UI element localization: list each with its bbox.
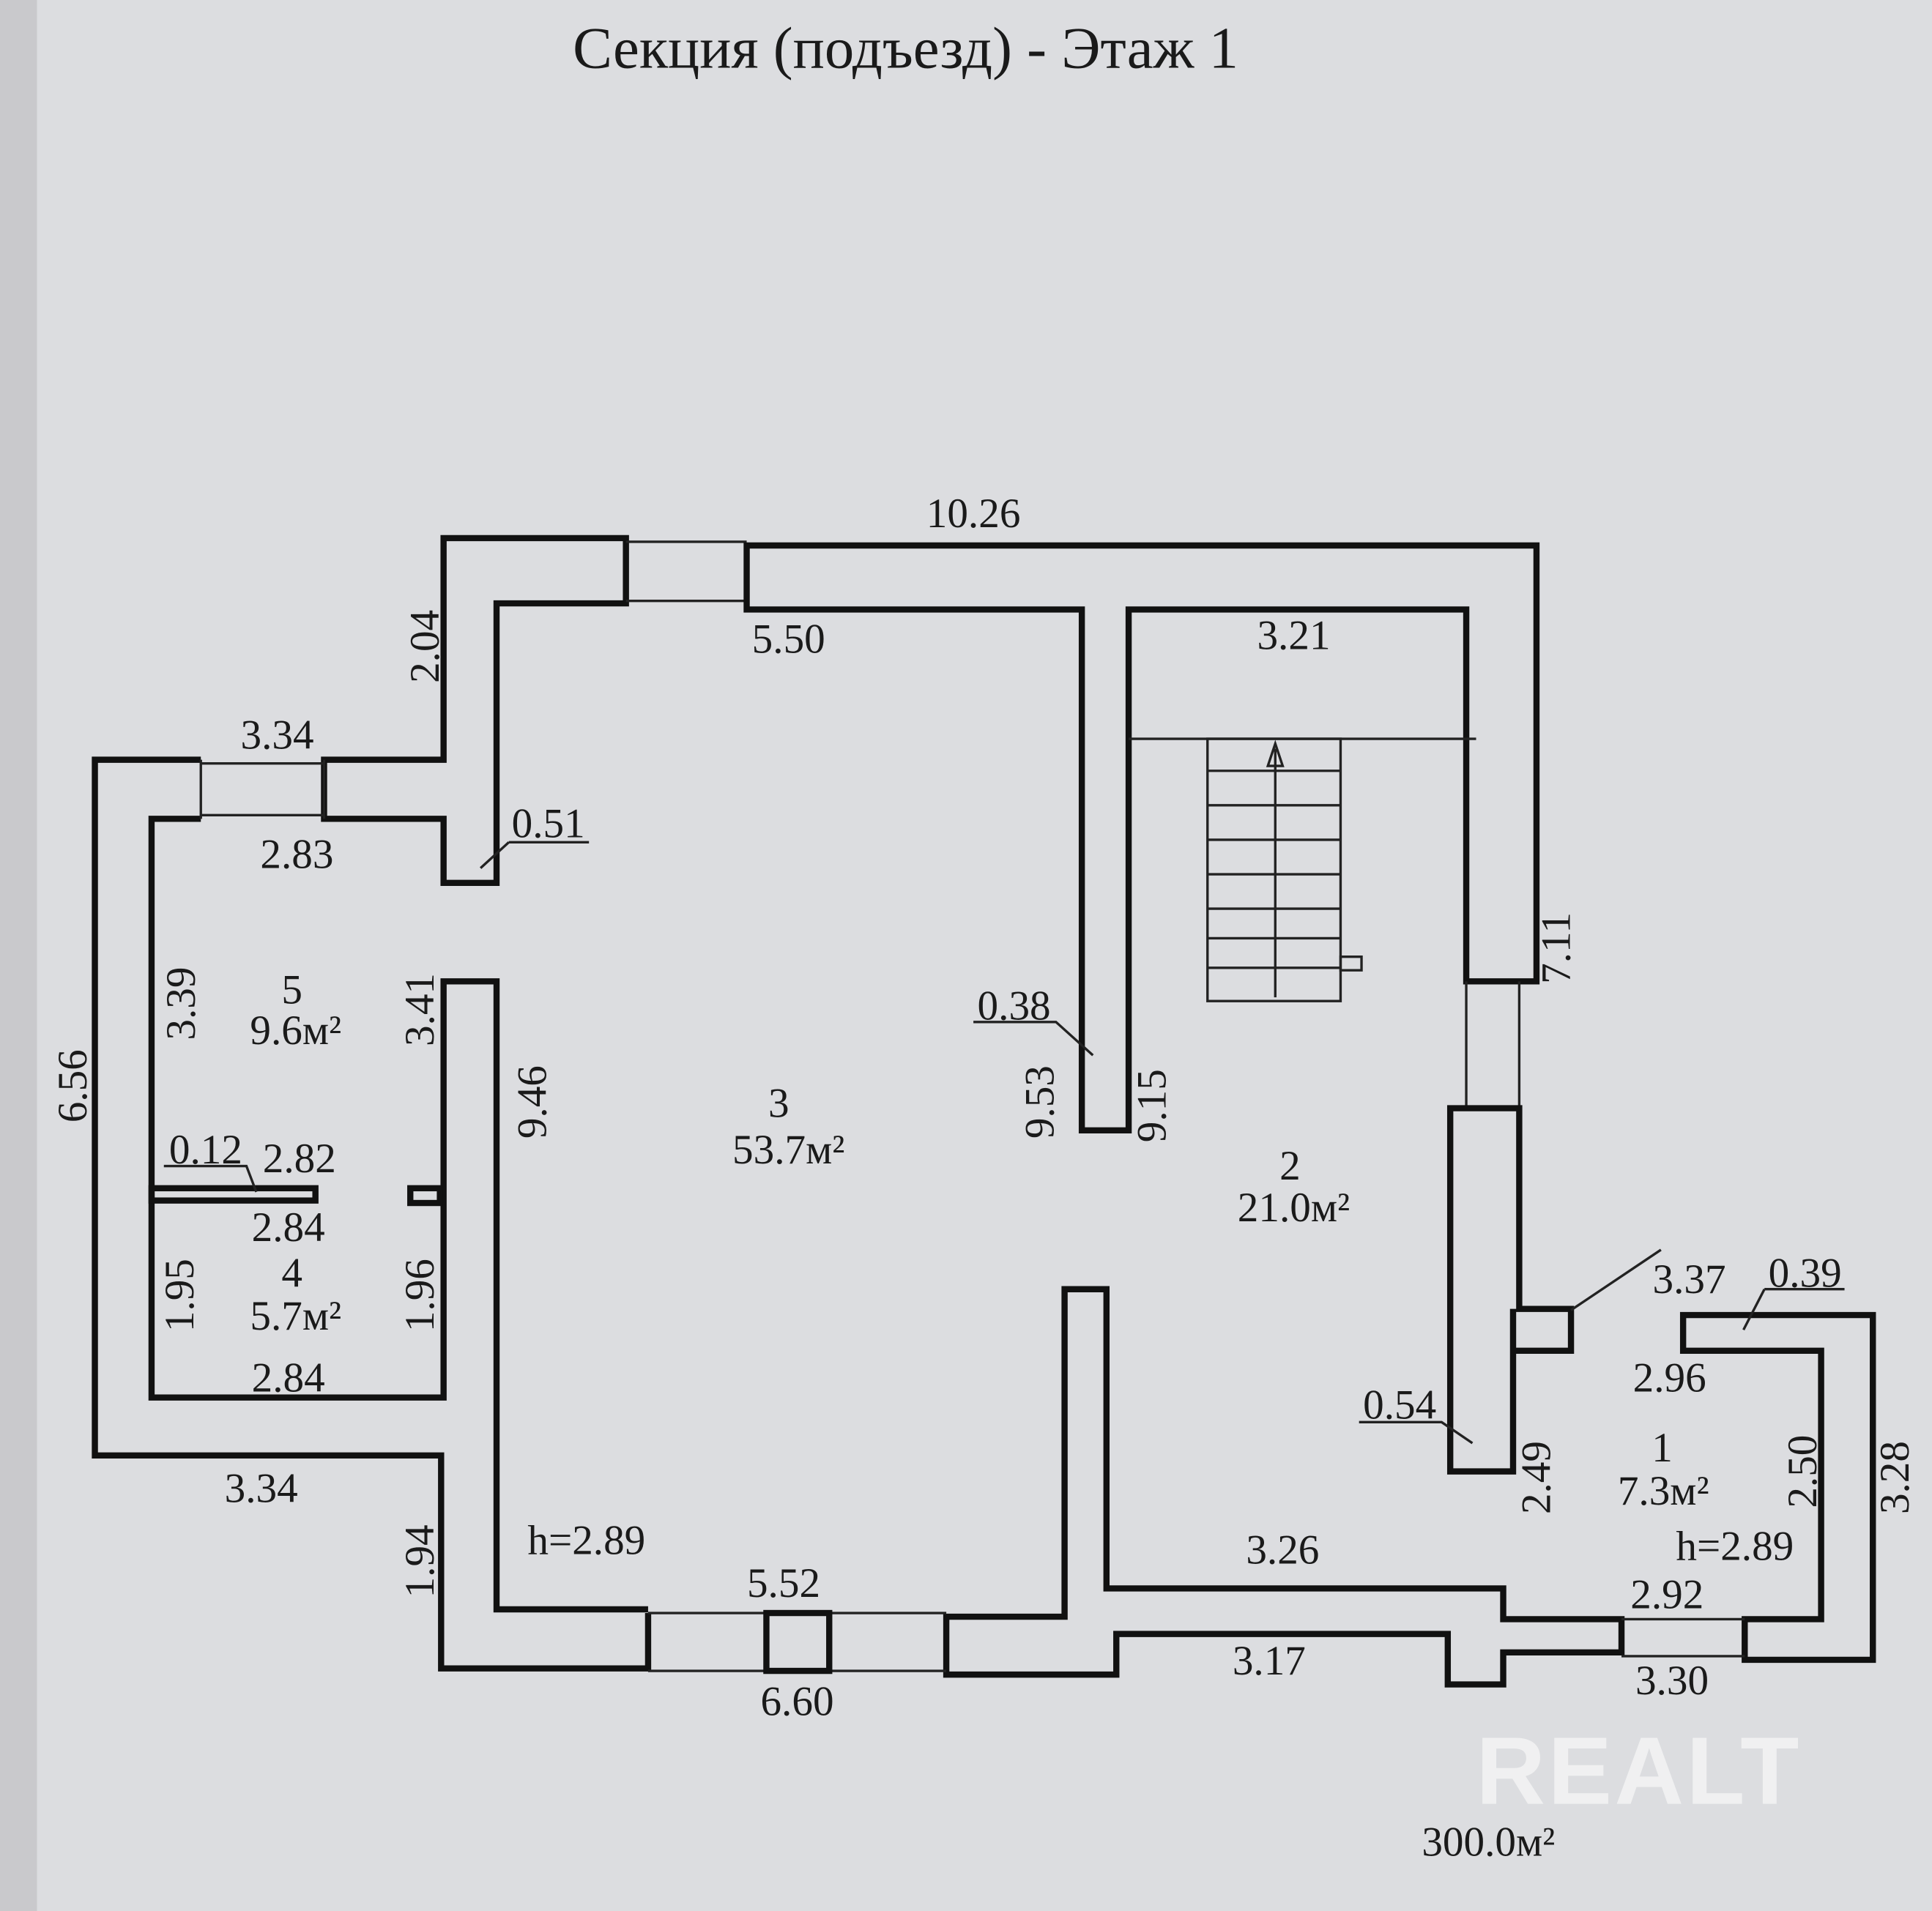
dim-label: 3.21 bbox=[1257, 612, 1330, 658]
dim-label: 3.28 bbox=[1872, 1441, 1918, 1514]
page-edge bbox=[0, 0, 37, 1911]
dim-label: 5.50 bbox=[752, 616, 825, 662]
dim-label: 0.51 bbox=[512, 801, 585, 847]
room-number: 2 bbox=[1279, 1143, 1301, 1189]
dim-label: 2.84 bbox=[252, 1355, 325, 1401]
leaders bbox=[163, 841, 1845, 1445]
dim-label: 1.95 bbox=[157, 1259, 203, 1332]
wall-stub bbox=[407, 1185, 443, 1207]
room-area: 21.0м² bbox=[1238, 1185, 1350, 1231]
dim-label: 0.39 bbox=[1769, 1250, 1842, 1296]
window-room1 bbox=[1621, 1617, 1745, 1658]
dim-label: 2.83 bbox=[260, 832, 333, 878]
dim-label: 2.50 bbox=[1780, 1435, 1826, 1508]
dim-label: 7.11 bbox=[1533, 912, 1579, 984]
room-number: 3 bbox=[768, 1080, 789, 1126]
stair-arrow-icon bbox=[1266, 740, 1285, 998]
leader-0-54 bbox=[1359, 1420, 1474, 1445]
dim-label: 1.96 bbox=[397, 1259, 443, 1332]
dim-label: 9.15 bbox=[1129, 1069, 1175, 1142]
dim-label: 3.39 bbox=[158, 967, 204, 1040]
dimension-labels: 10.26 5.50 3.21 3.34 2.83 0.51 2.04 3.39… bbox=[50, 491, 1918, 1725]
leader-0-39 bbox=[1742, 1288, 1845, 1331]
dim-label: 3.34 bbox=[240, 712, 313, 758]
dim-label: 2.92 bbox=[1630, 1571, 1703, 1617]
room-area: 53.7м² bbox=[732, 1127, 844, 1173]
wall-top-left bbox=[321, 534, 629, 886]
dim-label: 0.38 bbox=[978, 983, 1051, 1029]
pillar bbox=[763, 1609, 833, 1675]
dim-label: 1.94 bbox=[397, 1524, 443, 1598]
dim-label: 0.54 bbox=[1363, 1382, 1436, 1428]
room-labels: 1 7.3м² h=2.89 2 21.0м² 3 53.7м² h=2.89 … bbox=[250, 967, 1794, 1570]
staircase bbox=[1206, 737, 1363, 1002]
total-area: 300.0м² bbox=[1422, 1819, 1555, 1865]
room-area: 5.7м² bbox=[250, 1293, 341, 1339]
dim-label: 9.46 bbox=[509, 1065, 555, 1139]
dim-label: 3.37 bbox=[1653, 1256, 1726, 1303]
stair-outline bbox=[1206, 737, 1342, 1002]
dim-label: 3.26 bbox=[1246, 1527, 1319, 1573]
realt-watermark: REALT bbox=[1476, 1717, 1801, 1825]
dim-label: 9.53 bbox=[1017, 1065, 1063, 1139]
window-top bbox=[625, 540, 747, 603]
leader-3-37 bbox=[1570, 1248, 1662, 1311]
partition-0-12 bbox=[148, 1185, 319, 1204]
dim-label: 6.60 bbox=[760, 1679, 833, 1725]
dim-label: 2.82 bbox=[263, 1136, 336, 1182]
wall-right-middle bbox=[1446, 1105, 1575, 1475]
dim-label: 3.30 bbox=[1635, 1658, 1709, 1704]
room-number: 4 bbox=[281, 1250, 302, 1296]
dim-label: 2.49 bbox=[1513, 1441, 1559, 1514]
room-number: 5 bbox=[281, 967, 302, 1013]
wall-left-block bbox=[92, 756, 652, 1672]
room-height: h=2.89 bbox=[1676, 1524, 1794, 1570]
walls bbox=[92, 534, 1876, 1688]
dim-label: 0.12 bbox=[169, 1127, 242, 1173]
window-left bbox=[199, 759, 326, 819]
leader-0-51 bbox=[480, 841, 590, 869]
leader-0-38 bbox=[973, 1021, 1094, 1057]
dim-label: 2.84 bbox=[252, 1204, 325, 1251]
dim-label: 3.41 bbox=[397, 973, 443, 1046]
dim-label: 3.34 bbox=[225, 1466, 298, 1512]
stair-rail bbox=[1339, 956, 1363, 972]
dim-label: 2.96 bbox=[1633, 1355, 1706, 1401]
window-right bbox=[1465, 981, 1521, 1109]
dim-label: 10.26 bbox=[926, 491, 1021, 537]
leader-0-12 bbox=[163, 1164, 258, 1193]
room-height: h=2.89 bbox=[527, 1517, 645, 1563]
page-title: Секция (подъезд) - Этаж 1 bbox=[573, 16, 1238, 81]
dim-label: 3.17 bbox=[1233, 1638, 1306, 1684]
dim-label: 2.04 bbox=[402, 610, 448, 683]
room-area: 9.6м² bbox=[250, 1007, 341, 1054]
dim-label: 5.52 bbox=[747, 1560, 820, 1606]
room-area: 7.3м² bbox=[1618, 1468, 1709, 1514]
wall-top bbox=[743, 542, 1540, 1134]
dim-label: 6.56 bbox=[50, 1049, 96, 1122]
room-number: 1 bbox=[1652, 1425, 1673, 1471]
